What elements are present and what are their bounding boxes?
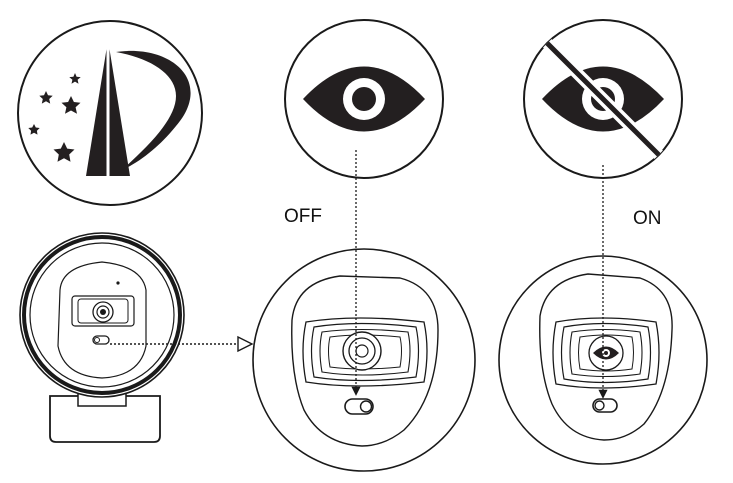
star-icon [61,96,81,114]
detail-pointer [110,335,254,353]
on-label: ON [633,208,662,229]
star-icon [53,142,75,162]
eye-icon [303,66,425,132]
star-icon [28,124,40,135]
webcam-small [19,232,185,443]
star-icon [39,91,53,104]
lens-eye-icon [593,346,619,360]
star-icon [69,73,81,84]
off-label: OFF [284,206,322,227]
eye-open-callout [284,19,444,179]
webcam-detail-off [252,248,476,472]
brand-logo [17,20,203,206]
eye-slashed-callout [523,19,683,179]
webcam-detail-on [498,255,708,465]
eye-off-icon [533,29,673,169]
